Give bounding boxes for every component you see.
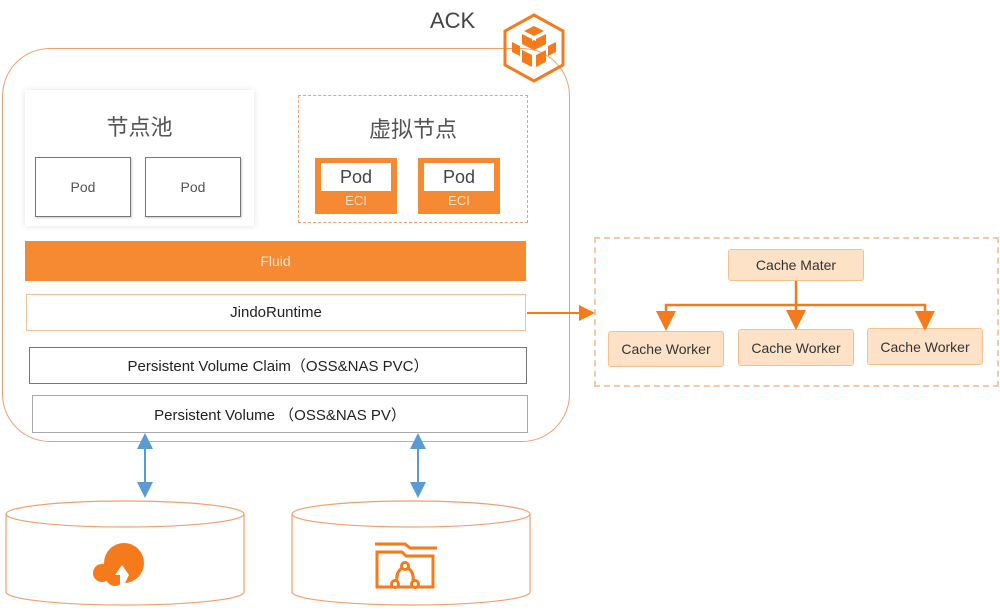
node-pool: 节点池 Pod Pod [25,90,254,226]
eci-pod-label: Pod [321,163,391,191]
cache-master-box: Cache Mater [728,249,864,281]
pvc-layer: Persistent Volume Claim（OSS&NAS PVC） [29,347,527,384]
jindo-runtime-layer: JindoRuntime [26,294,526,331]
cache-worker-box: Cache Worker [608,331,724,367]
fluid-layer: Fluid [25,241,526,281]
virtual-node-title: 虚拟节点 [368,117,457,142]
ack-title: ACK [430,8,476,33]
eci-pod: Pod ECI [315,158,397,214]
nas-folder-share-icon [375,542,437,589]
ack-cube-logo-icon [500,12,568,84]
nas-storage-cylinder [291,500,531,606]
cache-worker-box: Cache Worker [738,329,854,366]
cache-cluster-frame [594,237,999,387]
cache-worker-box: Cache Worker [867,328,983,365]
pv-layer: Persistent Volume （OSS&NAS PV） [32,395,528,433]
pod-box: Pod [35,157,131,217]
cache-tree-arrows [656,281,935,331]
eci-tag: ECI [448,193,470,208]
eci-pod: Pod ECI [418,158,500,214]
ack-cluster-frame [2,48,570,442]
pod-box: Pod [145,157,241,217]
eci-pod-label: Pod [424,163,494,191]
eci-tag: ECI [345,193,367,208]
node-pool-title: 节点池 [106,115,173,140]
oss-cloud-upload-icon [93,543,144,586]
virtual-node: 虚拟节点 Pod ECI Pod ECI [298,95,528,223]
